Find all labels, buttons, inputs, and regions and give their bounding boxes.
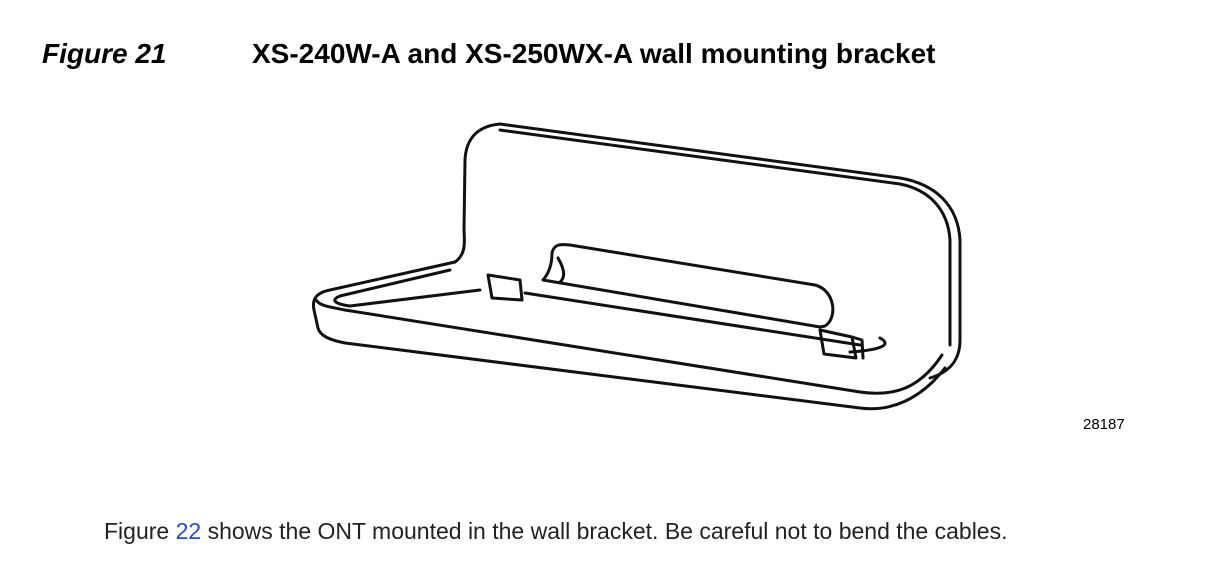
bracket-ridge <box>541 243 835 329</box>
bracket-back-panel <box>453 122 962 380</box>
paragraph-suffix: shows the ONT mounted in the wall bracke… <box>201 518 1008 544</box>
bracket-tray <box>311 260 947 411</box>
figure-image-id: 28187 <box>1083 416 1125 433</box>
bracket-clip-left <box>486 273 524 302</box>
bracket-clip-right <box>818 328 865 360</box>
figure-label: Figure 21 <box>42 38 167 69</box>
bracket-back-panel-inner-edge <box>498 128 952 347</box>
figure-caption: Figure 21 XS-240W-A and XS-250WX-A wall m… <box>42 38 935 70</box>
bracket-tray-inner-rim <box>333 268 887 354</box>
bracket-tray-front-top <box>314 298 944 395</box>
figure-title: XS-240W-A and XS-250WX-A wall mounting b… <box>252 38 936 69</box>
figure-22-link[interactable]: 22 <box>175 518 202 544</box>
body-paragraph: Figure 22 shows the ONT mounted in the w… <box>104 518 1008 545</box>
paragraph-prefix: Figure <box>104 518 176 544</box>
